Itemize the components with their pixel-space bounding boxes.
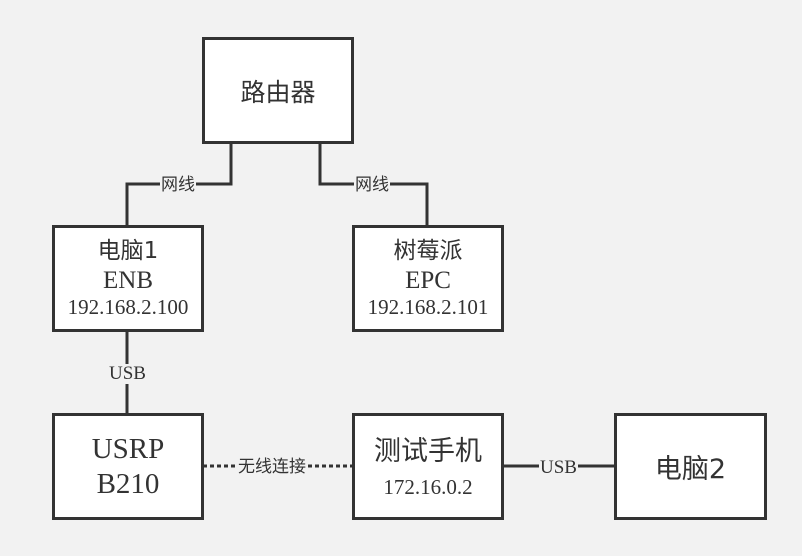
pc2-title: 电脑2: [654, 454, 727, 485]
raspberry-pi-ip: 192.168.2.101: [367, 295, 489, 319]
edge-label-router-pc1: 网线: [160, 175, 196, 195]
phone-title: 测试手机: [374, 435, 482, 467]
router-title: 路由器: [240, 77, 316, 107]
usrp-line2: B210: [96, 467, 160, 500]
pc1-role: ENB: [103, 267, 153, 294]
usrp-box: USRP B210: [52, 413, 204, 520]
edge-label-phone-pc2: USB: [539, 457, 578, 478]
router-box: 路由器: [202, 37, 354, 144]
phone-box: 测试手机 172.16.0.2: [352, 413, 504, 520]
phone-ip: 172.16.0.2: [383, 474, 473, 499]
edge-label-usrp-phone: 无线连接: [237, 457, 307, 477]
raspberry-pi-box: 树莓派 EPC 192.168.2.101: [352, 225, 504, 332]
pc2-box: 电脑2: [614, 413, 767, 520]
pc1-ip: 192.168.2.100: [67, 295, 189, 319]
raspberry-pi-title: 树莓派: [393, 238, 463, 264]
raspberry-pi-role: EPC: [405, 267, 451, 294]
edge-label-pc1-usrp: USB: [108, 363, 147, 384]
pc1-title: 电脑1: [97, 238, 159, 264]
usrp-line1: USRP: [91, 432, 165, 465]
edge-label-router-raspberry-pi: 网线: [354, 175, 390, 195]
pc1-box: 电脑1 ENB 192.168.2.100: [52, 225, 204, 332]
